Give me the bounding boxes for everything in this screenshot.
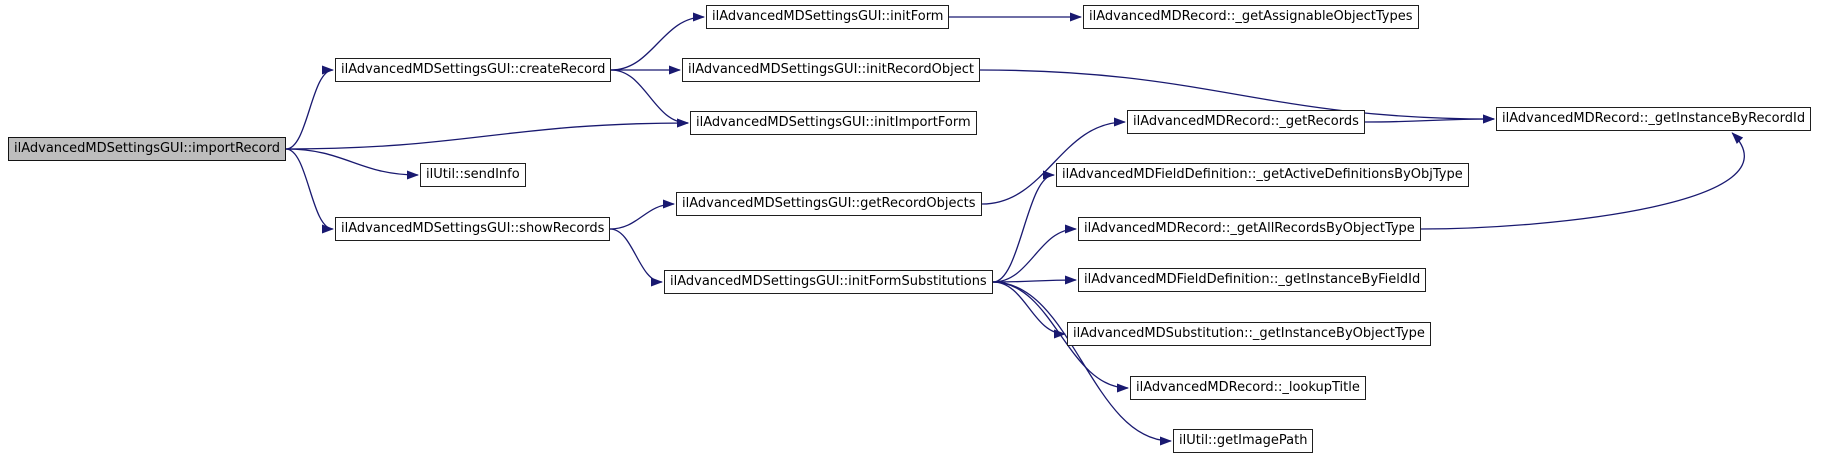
graph-edge-getRecords-getInstanceByRecordId xyxy=(1364,114,1495,124)
graph-edge-showRecords-getRecordObjects xyxy=(609,199,675,230)
graph-node-getInstanceByFieldId[interactable]: ilAdvancedMDFieldDefinition::_getInstanc… xyxy=(1078,268,1427,292)
graph-edge-importRecord-createRecord xyxy=(285,65,334,150)
graph-edge-initFormSubstitutions-getActiveDefinitionsByObjType xyxy=(992,170,1055,283)
graph-edge-showRecords-initFormSubstitutions xyxy=(609,228,663,287)
graph-node-importRecord: ilAdvancedMDSettingsGUI::importRecord xyxy=(8,137,287,161)
graph-node-getAssignableObjectTypes[interactable]: ilAdvancedMDRecord::_getAssignableObject… xyxy=(1083,5,1419,29)
graph-edge-initFormSubstitutions-getAllRecordsByObjectType xyxy=(992,224,1077,283)
graph-node-lookupTitle[interactable]: ilAdvancedMDRecord::_lookupTitle xyxy=(1130,376,1366,400)
graph-node-getRecords[interactable]: ilAdvancedMDRecord::_getRecords xyxy=(1127,110,1365,134)
graph-edge-initFormSubstitutions-getInstanceByObjectType xyxy=(992,281,1066,339)
graph-node-initImportForm[interactable]: ilAdvancedMDSettingsGUI::initImportForm xyxy=(690,111,977,135)
graph-node-initFormSubstitutions[interactable]: ilAdvancedMDSettingsGUI::initFormSubstit… xyxy=(664,270,993,294)
graph-edge-createRecord-initImportForm xyxy=(610,69,689,128)
graph-edge-importRecord-initImportForm xyxy=(285,118,689,150)
graph-node-initForm[interactable]: ilAdvancedMDSettingsGUI::initForm xyxy=(706,5,950,29)
graph-node-getImagePath[interactable]: ilUtil::getImagePath xyxy=(1173,429,1314,453)
graph-node-createRecord[interactable]: ilAdvancedMDSettingsGUI::createRecord xyxy=(335,58,612,82)
graph-edge-initFormSubstitutions-getImagePath xyxy=(992,281,1172,446)
graph-node-getAllRecordsByObjectType[interactable]: ilAdvancedMDRecord::_getAllRecordsByObje… xyxy=(1078,217,1421,241)
graph-edge-importRecord-sendInfo xyxy=(285,148,419,180)
graph-node-getInstanceByRecordId[interactable]: ilAdvancedMDRecord::_getInstanceByRecord… xyxy=(1496,107,1812,131)
graph-node-showRecords[interactable]: ilAdvancedMDSettingsGUI::showRecords xyxy=(335,217,611,241)
graph-node-getInstanceByObjectType[interactable]: ilAdvancedMDSubstitution::_getInstanceBy… xyxy=(1067,322,1431,346)
graph-edge-getAllRecordsByObjectType-getInstanceByRecordId xyxy=(1420,132,1745,230)
graph-node-initRecordObject[interactable]: ilAdvancedMDSettingsGUI::initRecordObjec… xyxy=(682,58,980,82)
graph-edge-initFormSubstitutions-getInstanceByFieldId xyxy=(992,275,1077,285)
graph-node-getRecordObjects[interactable]: ilAdvancedMDSettingsGUI::getRecordObject… xyxy=(676,192,982,216)
graph-node-sendInfo[interactable]: ilUtil::sendInfo xyxy=(420,163,526,187)
graph-node-getActiveDefinitionsByObjType[interactable]: ilAdvancedMDFieldDefinition::_getActiveD… xyxy=(1056,163,1469,187)
graph-edge-importRecord-showRecords xyxy=(285,148,334,234)
